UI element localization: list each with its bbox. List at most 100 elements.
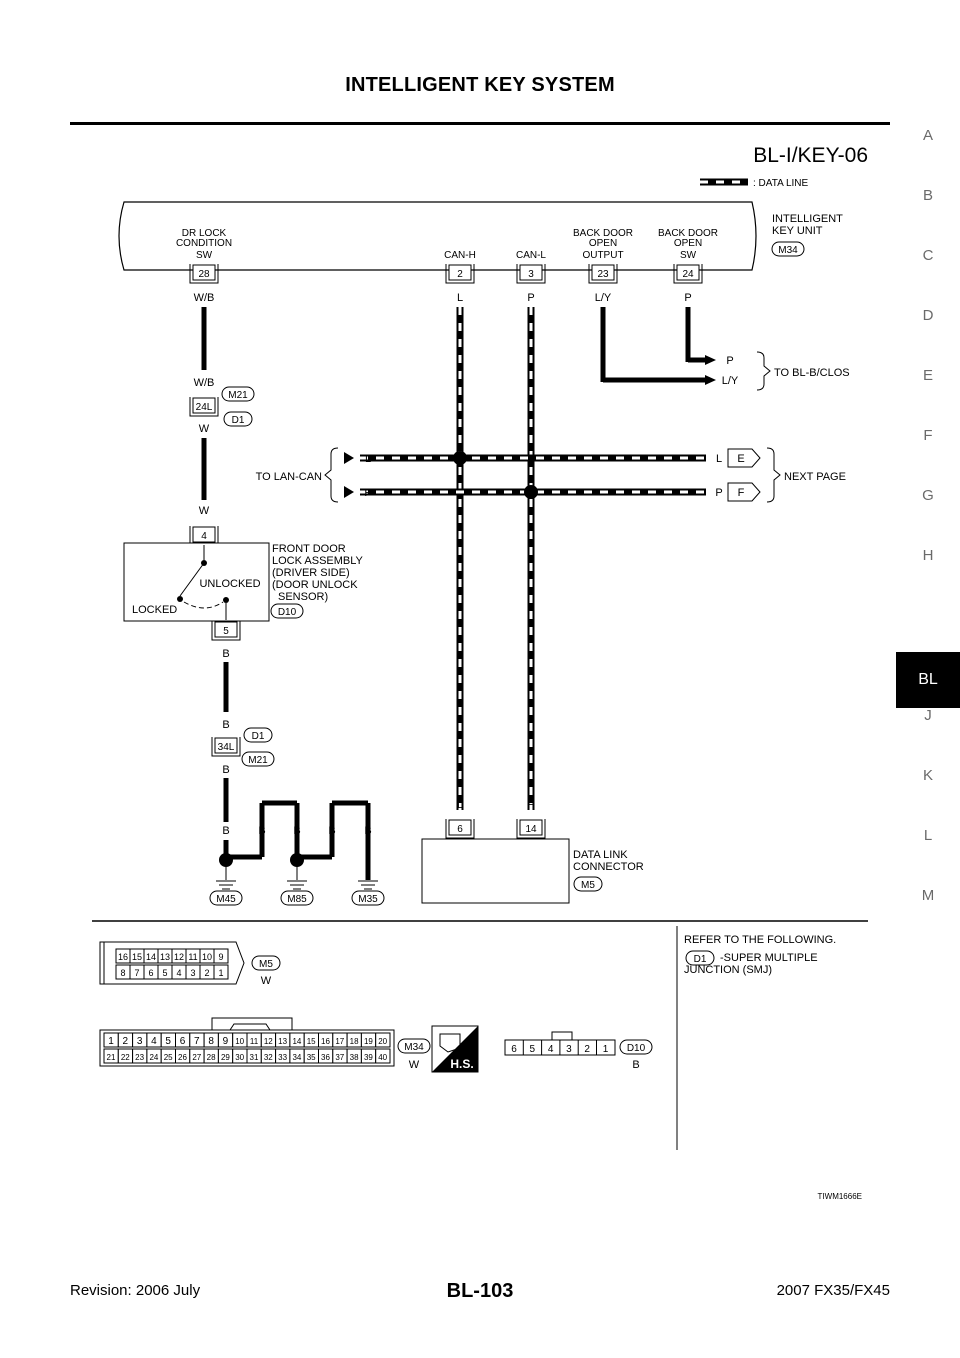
intelligent-key-unit-outline — [118, 201, 757, 271]
terminal-2-wire-color: L — [457, 292, 463, 304]
d10-pin-4: 4 — [548, 1044, 554, 1055]
m5-pin-8: 8 — [120, 968, 125, 978]
section-tab-m[interactable]: M — [921, 887, 935, 904]
m34-cell-40 — [375, 1048, 391, 1064]
joint-bottom-wire-in: B — [222, 719, 229, 731]
lan-can-wire-p: P — [364, 487, 371, 499]
section-tab-e[interactable]: E — [922, 367, 933, 384]
dlc-connector-id: M5 — [581, 880, 595, 891]
terminal-23-wire-color: L/Y — [595, 292, 612, 304]
lan-can-brace — [324, 447, 339, 503]
m34-pin-16: 16 — [321, 1037, 330, 1046]
m34-pin-3: 3 — [137, 1036, 143, 1047]
ground-connector-m45: M45 — [216, 894, 236, 905]
data-link-connector-box — [421, 838, 570, 904]
terminal-pin-28-box — [192, 264, 216, 281]
m34-latch — [211, 1017, 293, 1031]
m34-pin-30: 30 — [235, 1053, 244, 1062]
d10-connector-id-outline — [619, 1039, 653, 1055]
terminal-pin-2-box — [448, 264, 472, 281]
m34-pin-15: 15 — [307, 1037, 316, 1046]
m5-connector-id: M5 — [259, 959, 273, 970]
dlc-pin-14-frame — [516, 819, 546, 839]
m5-pin-9: 9 — [218, 952, 223, 962]
to-clos-wire-ly: L/Y — [722, 375, 739, 387]
terminal-pin-24: 24 — [682, 269, 694, 280]
m34-pin-17: 17 — [335, 1037, 344, 1046]
door-lock-pin-top-box — [192, 526, 216, 543]
d10-pin-2: 2 — [584, 1044, 590, 1055]
terminal-24-name-1: OPEN — [674, 238, 702, 249]
m34-pin-6: 6 — [180, 1036, 186, 1047]
m5-pin-3: 3 — [190, 968, 195, 978]
can-l-splice — [524, 485, 538, 499]
m34-pin-2: 2 — [123, 1036, 129, 1047]
section-tab-j[interactable]: J — [924, 707, 932, 724]
joint-bottom-conn-a-outline — [243, 727, 273, 743]
section-tab-g[interactable]: G — [922, 487, 934, 504]
m34-pin-1: 1 — [108, 1036, 114, 1047]
wire-b-label: B — [222, 648, 229, 660]
arrow-ly — [705, 375, 716, 385]
m5-housing-left — [99, 941, 105, 985]
m5-pin-12: 12 — [174, 952, 184, 962]
dlc-wire-l: L — [457, 799, 463, 811]
m34-cell-20 — [375, 1032, 391, 1048]
joint-top-wire-in: W/B — [194, 377, 215, 389]
d10-pin-3: 3 — [566, 1044, 572, 1055]
door-lock-connector-id: D10 — [278, 607, 297, 618]
terminal-23-name-1: OPEN — [589, 238, 617, 249]
m34-pin-29: 29 — [221, 1053, 230, 1062]
terminal-3-name-0: CAN-L — [516, 250, 546, 261]
terminal-pin-2-frame — [445, 264, 475, 284]
terminal-pin-23-frame — [588, 264, 618, 284]
lan-can-label: TO LAN-CAN — [256, 471, 322, 483]
section-tab-h[interactable]: H — [922, 547, 934, 564]
section-tab-bl[interactable]: BL — [896, 652, 960, 708]
dlc-pin-6-frame — [445, 819, 475, 839]
footer-revision: Revision: 2006 July — [70, 1282, 201, 1299]
m5-pin-14: 14 — [146, 952, 156, 962]
d10-connector-id: D10 — [627, 1043, 646, 1054]
joint-bottom-conn-a: D1 — [252, 731, 265, 742]
m34-pin-4: 4 — [151, 1036, 157, 1047]
wire-w-lower-label: W — [199, 505, 210, 517]
section-tab-a[interactable]: A — [922, 127, 933, 144]
joint-bottom-pin-frame — [211, 737, 241, 757]
m5-pin-7: 7 — [134, 968, 139, 978]
section-tab-f[interactable]: F — [923, 427, 933, 444]
unit-label-line1: INTELLIGENT — [772, 213, 843, 225]
m34-pin-37: 37 — [335, 1053, 344, 1062]
m34-pin-33: 33 — [278, 1053, 287, 1062]
unit-connector-id: M34 — [778, 245, 798, 256]
dlc-connector-id-outline — [573, 876, 603, 892]
m34-pin-7: 7 — [194, 1036, 200, 1047]
m5-pin-15: 15 — [132, 952, 142, 962]
section-tab-l[interactable]: L — [923, 827, 933, 844]
joint-top-pin-box — [192, 397, 216, 414]
ground-wire-0: B — [222, 825, 229, 837]
next-page-brace — [766, 447, 781, 503]
hs-icon-label: H.S. — [450, 1057, 473, 1071]
footer-model: 2007 FX35/FX45 — [776, 1282, 890, 1299]
refer-text-1: -SUPER MULTIPLE — [720, 952, 818, 964]
ground-connector-m85-outline — [280, 890, 314, 906]
m34-pin-5: 5 — [165, 1036, 171, 1047]
terminal-23-name-2: OUTPUT — [582, 250, 623, 261]
section-tab-c[interactable]: C — [922, 247, 934, 264]
section-tab-d[interactable]: D — [922, 307, 934, 324]
section-tab-k[interactable]: K — [922, 767, 933, 784]
refer-conn-id: D1 — [694, 954, 707, 965]
terminal-24-name-2: SW — [680, 250, 697, 261]
next-page-mark-f: F — [738, 487, 745, 499]
joint-top-conn-b: D1 — [232, 415, 245, 426]
section-tab-b[interactable]: B — [922, 187, 933, 204]
terminal-23-name-0: BACK DOOR — [573, 228, 633, 239]
to-clos-label: TO BL-B/CLOS — [774, 367, 850, 379]
joint-top-conn-b-outline — [223, 411, 253, 427]
terminal-28-wire-color: W/B — [194, 292, 215, 304]
dlc-pin-14: 14 — [525, 824, 537, 835]
m5-cell-1 — [213, 964, 229, 980]
dlc-pin-6: 6 — [457, 824, 463, 835]
